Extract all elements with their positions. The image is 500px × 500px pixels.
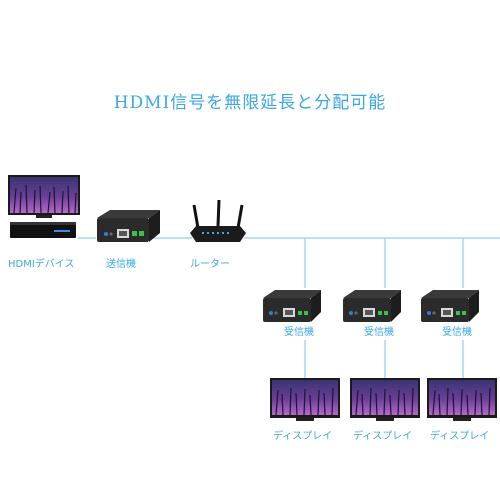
receiver-device-1 [263, 290, 321, 322]
label-receiver-3: 受信機 [442, 327, 472, 338]
hdmi-source-player [10, 222, 76, 238]
label-receiver-1: 受信機 [284, 327, 314, 338]
router-device [190, 199, 246, 242]
label-receiver-2: 受信機 [364, 327, 394, 338]
receiver-device-3 [421, 290, 479, 322]
diagram-title: HDMI信号を無限延長と分配可能 [113, 93, 387, 113]
display-monitor-2 [350, 378, 420, 421]
label-display-2: ディスプレイ [353, 431, 413, 442]
label-hdmi-device: HDMIデバイス [8, 259, 75, 270]
label-router: ルーター [190, 259, 230, 270]
display-monitor-1 [270, 378, 340, 421]
label-display-3: ディスプレイ [430, 431, 490, 442]
sender-device [97, 210, 160, 242]
label-display-1: ディスプレイ [273, 431, 333, 442]
display-monitor-3 [427, 378, 497, 421]
label-sender: 送信機 [106, 259, 136, 270]
hdmi-source-tv [8, 175, 80, 218]
connection-lines [78, 237, 500, 378]
receiver-device-2 [343, 290, 401, 322]
